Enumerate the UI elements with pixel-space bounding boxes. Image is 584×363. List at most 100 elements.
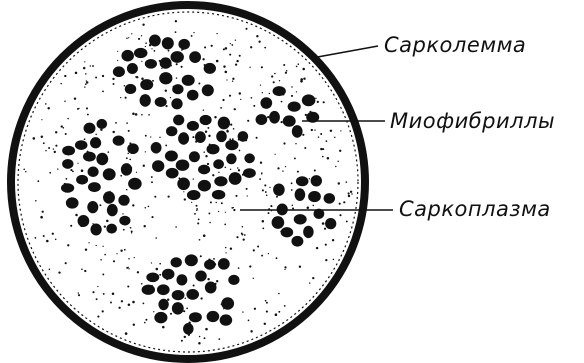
sarcoplasm-dot: [128, 130, 130, 132]
sarcoplasm-dot: [261, 255, 263, 257]
sarcoplasm-dot: [253, 278, 254, 279]
sarcoplasm-dot: [242, 311, 243, 312]
sarcoplasm-dot: [112, 292, 115, 295]
sarcoplasm-dot: [117, 51, 118, 52]
sarcoplasm-dot: [23, 169, 25, 171]
sarcoplasm-dot: [315, 98, 316, 99]
myofibril: [221, 297, 234, 309]
sarcoplasm-dot: [148, 114, 150, 116]
sarcoplasm-dot: [159, 274, 161, 276]
sarcoplasm-dot: [151, 262, 152, 263]
myofibril: [283, 115, 296, 126]
sarcoplasm-dot: [162, 326, 165, 329]
sarcoplasm-dot: [330, 130, 332, 132]
myofibril: [107, 204, 118, 216]
sarcoplasm-dot: [151, 176, 153, 178]
sarcoplasm-dot: [340, 130, 341, 131]
sarcoplasm-dot: [218, 172, 219, 173]
sarcoplasm-dot: [207, 278, 209, 280]
sarcoplasm-dot: [235, 40, 236, 41]
sarcoplasm-dot: [232, 138, 234, 140]
sarcoplasm-dot: [339, 214, 341, 216]
sarcoplasm-dot: [168, 196, 170, 198]
sarcoplasm-dot: [229, 95, 231, 97]
sarcoplasm-dot: [132, 301, 135, 304]
sarcoplasm-dot: [212, 174, 214, 176]
sarcoplasm-dot: [124, 249, 126, 251]
myofibril: [134, 48, 147, 58]
sarcoplasm-dot: [141, 77, 144, 80]
sarcoplasm-dot: [243, 238, 245, 240]
sarcoplasm-dot: [47, 107, 49, 109]
myofibril: [88, 167, 99, 177]
sarcoplasm-dot: [225, 47, 228, 50]
sarcoplasm-dot: [234, 108, 236, 110]
myofibril: [198, 180, 211, 192]
sarcoplasm-dot: [150, 136, 151, 137]
sarcoplasm-dot: [203, 151, 205, 153]
sarcoplasm-dot: [266, 195, 268, 197]
myofibril: [113, 136, 125, 146]
sarcoplasm-dot: [223, 65, 225, 67]
sarcoplasm-dot: [250, 46, 252, 48]
sarcoplasm-dot: [181, 340, 183, 342]
sarcoplasm-dot: [239, 55, 241, 57]
sarcoplasm-dot: [151, 216, 153, 218]
myofibril: [207, 311, 220, 322]
myofibril: [140, 79, 153, 90]
sarcoplasm-dot: [294, 157, 296, 159]
sarcoplasm-dot: [128, 268, 129, 269]
myofibril: [128, 178, 142, 190]
sarcoplasm-dot: [165, 90, 167, 92]
sarcoplasm-dot: [127, 285, 129, 287]
sarcoplasm-dot: [237, 167, 239, 169]
myofibril: [160, 57, 172, 68]
sarcoplasm-dot: [58, 271, 60, 273]
sarcoplasm-dot: [137, 271, 139, 273]
sarcoplasm-dot: [261, 173, 263, 175]
sarcoplasm-dot: [202, 58, 204, 60]
sarcoplasm-dot: [236, 60, 238, 62]
sarcoplasm-dot: [176, 63, 178, 65]
sarcoplasm-dot: [246, 188, 248, 190]
sarcoplasm-dot: [278, 293, 280, 295]
sarcoplasm-dot: [84, 61, 85, 62]
myofibril: [187, 90, 199, 101]
sarcoplasm-dot: [64, 75, 66, 77]
sarcoplasm-dot: [112, 131, 114, 133]
sarcoplasm-dot: [141, 283, 143, 285]
myofibril: [83, 152, 96, 162]
sarcoplasm-dot: [256, 35, 258, 37]
myofibril: [151, 142, 162, 153]
myofibril: [96, 153, 108, 165]
myofibril: [213, 159, 224, 169]
myofibril: [113, 66, 125, 77]
sarcoplasm-dot: [313, 205, 315, 207]
sarcoplasm-dot: [128, 258, 129, 259]
sarcoplasm-dot: [37, 180, 39, 182]
sarcoplasm-dot: [261, 66, 263, 68]
sarcoplasm-dot: [156, 268, 159, 271]
sarcoplasm-dot: [152, 80, 154, 82]
sarcoplasm-dot: [33, 137, 36, 140]
myofibril: [229, 172, 242, 185]
myofibril: [165, 150, 178, 161]
sarcoplasm-dot: [314, 129, 315, 130]
sarcoplasm-dot: [184, 336, 186, 338]
sarcoplasm-dot: [253, 249, 255, 251]
sarcoplasm-dot: [259, 178, 261, 180]
sarcoplasm-dot: [126, 122, 128, 124]
myofibril: [244, 153, 255, 163]
sarcoplasm-dot: [145, 319, 147, 321]
sarcoplasm-dot: [283, 64, 285, 66]
myofibril: [154, 312, 167, 324]
sarcoplasm-dot: [304, 147, 306, 149]
sarcoplasm-dot: [35, 237, 37, 239]
sarcoplasm-dot: [229, 54, 231, 56]
sarcoplasm-dot: [274, 154, 275, 155]
sarcoplasm-dot: [176, 77, 177, 78]
sarcoplasm-dot: [291, 86, 292, 87]
myofibril: [155, 97, 167, 107]
sarcoplasm-dot: [225, 71, 228, 74]
sarcoplasm-dot: [284, 269, 285, 270]
